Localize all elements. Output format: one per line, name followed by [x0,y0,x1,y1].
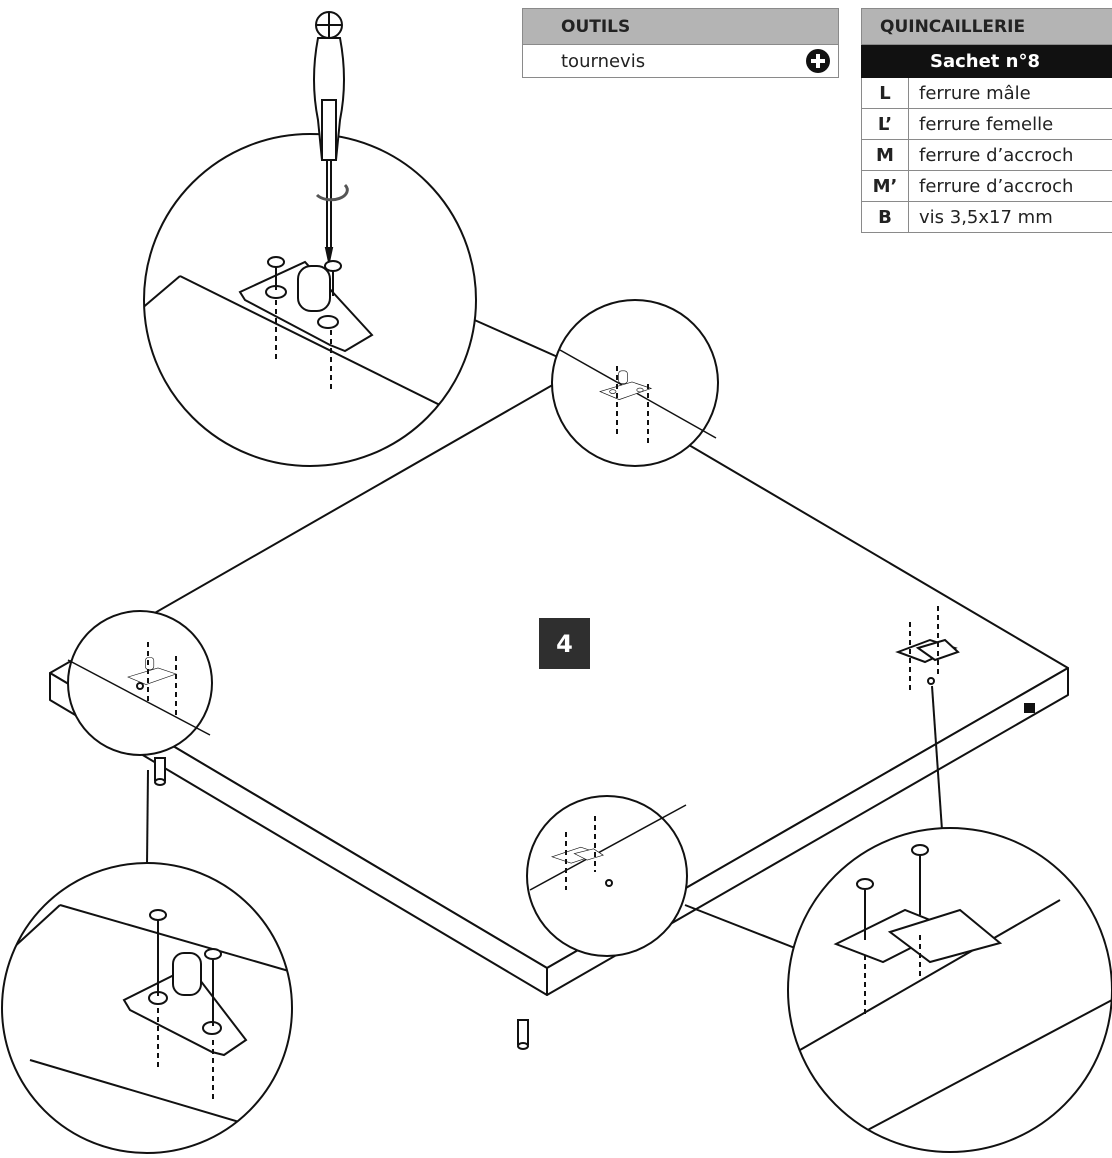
male-bracket-large [122,952,248,1057]
tool-item: tournevis [522,44,839,78]
hardware-code: M [861,139,909,171]
hardware-label: ferrure femelle [908,108,1112,140]
tool-label: tournevis [561,50,646,72]
screws-large [267,256,342,390]
detail-circle-hook-bracket [787,827,1112,1153]
hardware-label: ferrure mâle [908,77,1112,109]
plus-circle-icon[interactable] [806,49,830,73]
hardware-label: ferrure d’accroch [908,170,1112,202]
hardware-header: QUINCAILLERIE [861,8,1112,45]
detail-circle-bottom-small [526,795,688,957]
callout-lines [146,317,943,951]
male-bracket-large [238,260,374,353]
hardware-row: M’ ferrure d’accroch [861,170,1112,202]
hardware-code: L’ [861,108,909,140]
hardware-label: vis 3,5x17 mm [908,201,1112,233]
detail-circle-screwdriver [143,133,477,467]
hardware-row: B vis 3,5x17 mm [861,201,1112,233]
detail-circle-top-small [551,299,719,467]
hardware-label: ferrure d’accroch [908,139,1112,171]
sachet-label: Sachet n°8 [861,44,1112,78]
hardware-row: L ferrure mâle [861,77,1112,109]
tools-header: OUTILS [522,8,839,45]
hardware-table: QUINCAILLERIE Sachet n°8 L ferrure mâle … [861,8,1112,233]
tools-table: OUTILS tournevis [522,8,839,78]
hardware-code: B [861,201,909,233]
hardware-row: M ferrure d’accroch [861,139,1112,171]
detail-circle-left-small [67,610,213,756]
hook-bracket-mini [550,846,604,864]
tools-row: tournevis [522,44,839,78]
step-number-badge: 4 [539,618,590,669]
detail-circle-male-bracket [1,862,293,1154]
table-legs [154,703,1035,1050]
male-bracket-mini [599,370,653,400]
hook-bracket-large [833,908,1003,964]
hardware-row: L’ ferrure femelle [861,108,1112,140]
hardware-code: M’ [861,170,909,202]
screwdriver-icon [313,11,349,263]
hook-bracket-board-right [895,606,960,690]
hardware-code: L [861,77,909,109]
